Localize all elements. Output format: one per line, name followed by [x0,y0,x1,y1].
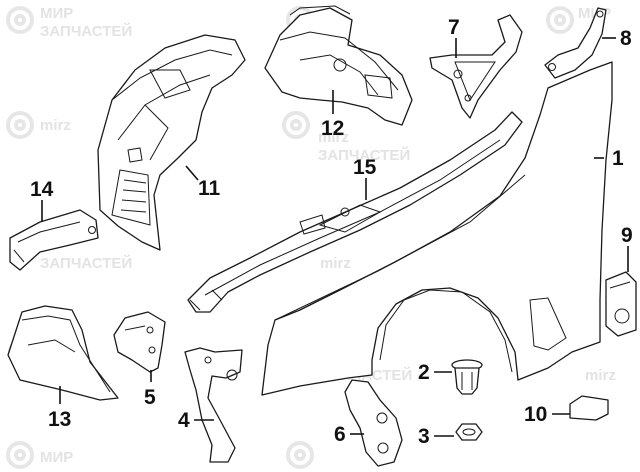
callout-7: 7 [448,16,460,39]
watermark-text: МИР [40,449,73,466]
callout-3: 3 [418,425,430,448]
watermark-layer: МИР ЗАПЧАСТЕЙ МИР mirz mirz ЗАПЧАСТЕЙ ЗА… [6,5,616,469]
watermark-text: ЗАПЧАСТЕЙ [40,22,132,40]
part-2-push-clip [451,359,483,395]
watermark-logo [6,441,34,469]
callout-11: 11 [198,177,221,200]
part-7-bracket [429,14,523,119]
watermark-logo [286,441,314,469]
callout-9: 9 [621,224,633,247]
callout-12: 12 [321,117,344,140]
part-14-bracket [9,209,99,271]
watermark-logo [6,6,34,34]
callout-10: 10 [524,403,547,426]
watermark-text: mirz [40,117,71,134]
callout-8: 8 [620,27,632,50]
callout-4: 4 [178,409,190,432]
watermark-logo [546,6,574,34]
watermark-text: МИР [40,5,73,22]
part-15-apron-rail [187,111,523,313]
leader-lines [41,37,629,437]
part-6-bracket [344,379,403,467]
callout-14: 14 [30,178,54,201]
watermark-text: mirz [585,367,616,384]
part-3-bolt [455,423,483,441]
part-1-fender [261,61,613,396]
callout-2: 2 [418,361,430,384]
part-13-lower-shield [7,305,119,401]
watermark-text: mirz [320,255,351,272]
part-11-wheel-liner-front [97,34,246,251]
part-5-bracket [113,311,166,373]
part-9-clip [605,271,637,337]
part-10-pad [569,395,609,421]
callout-labels: 1 2 3 4 5 6 7 8 9 10 11 12 13 14 15 [30,16,633,448]
watermark-logo [6,111,34,139]
callout-13: 13 [48,408,71,431]
callout-1: 1 [612,147,624,170]
callout-5: 5 [144,386,156,409]
callout-15: 15 [353,156,377,179]
watermark-text: ЗАПЧАСТЕЙ [40,254,132,272]
watermark-logo [282,111,310,139]
watermark-text: mirz [318,129,349,146]
part-8-bracket [544,7,607,79]
part-12-wheel-liner-upper [264,5,413,126]
part-4-support-stay [184,347,243,463]
callout-6: 6 [334,423,346,446]
watermark-text: ЗАПЧАСТЕЙ [318,146,410,164]
leader-line [185,165,199,181]
